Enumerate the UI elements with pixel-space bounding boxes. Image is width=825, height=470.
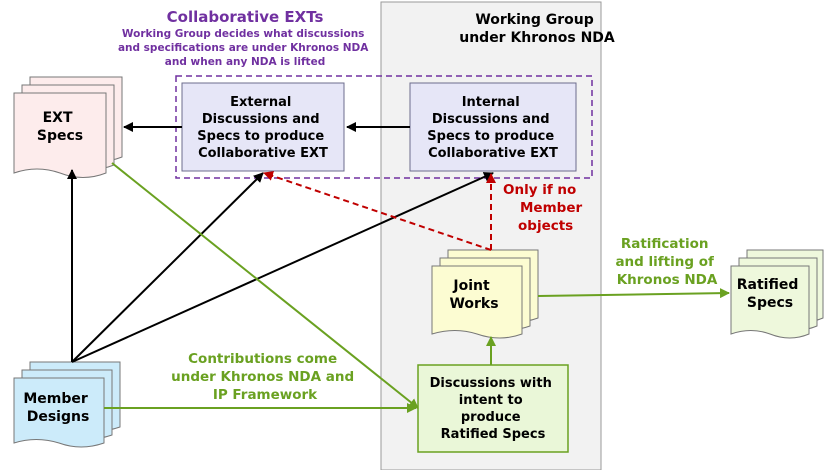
arrow-member-to-internal bbox=[71, 172, 494, 363]
ratified-discussions-box bbox=[417, 364, 569, 453]
internal-discussions-box bbox=[409, 82, 577, 172]
ext-specs-label: EXT Specs bbox=[37, 110, 83, 144]
member-designs-doc-stack bbox=[13, 361, 121, 448]
arrow-ext-specs-to-discussions bbox=[111, 162, 419, 409]
only-if-no-member-objects-label: Only if no Member objects bbox=[503, 182, 587, 234]
member-designs-label: Member Designs bbox=[23, 391, 92, 425]
internal-discussions-label: Internal Discussions and Specs to produc… bbox=[427, 95, 558, 161]
arrow-member-to-external bbox=[71, 172, 264, 363]
external-discussions-label: External Discussions and Specs to produc… bbox=[197, 95, 328, 161]
collab-description: Working Group decides what discussions a… bbox=[118, 28, 372, 68]
working-group-title: Working Group under Khronos NDA bbox=[459, 12, 615, 46]
ratification-label: Ratification and lifting of Khronos NDA bbox=[615, 236, 718, 288]
arrow-joint-to-ratified bbox=[537, 288, 730, 299]
joint-works-doc-stack bbox=[431, 249, 539, 339]
ratified-specs-doc-stack bbox=[730, 249, 824, 339]
joint-works-label: Joint Works bbox=[449, 278, 498, 312]
ratified-discussions-label: Discussions with intent to produce Ratif… bbox=[430, 376, 557, 442]
ratified-specs-label: Ratified Specs bbox=[737, 277, 804, 311]
collab-title: Collaborative EXTs bbox=[167, 8, 324, 26]
contributions-label: Contributions come under Khronos NDA and… bbox=[171, 351, 359, 403]
ext-specs-doc-stack bbox=[13, 76, 123, 178]
